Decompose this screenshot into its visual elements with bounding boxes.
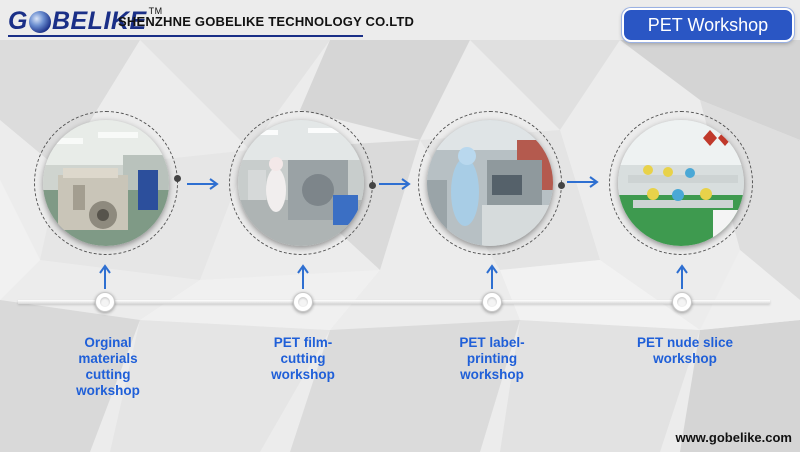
website-url[interactable]: www.gobelike.com [675,430,792,445]
timeline-node-4 [672,292,692,312]
timeline-node-2 [293,292,313,312]
step-label-1: Orginal materials cutting workshop [76,335,140,398]
arrow-right-icon [379,178,411,190]
step-label-4: PET nude slice workshop [636,335,734,366]
arrow-up-icon [297,264,309,289]
ring-dot-2 [369,182,376,189]
ring-dot-3 [558,182,565,189]
timeline-node-1 [95,292,115,312]
company-name: SHENZHNE GOBELIKE TECHNOLOGY CO.LTD [118,14,415,29]
header-underline [8,35,363,37]
photo-step-1 [43,120,169,246]
photo-step-2 [238,120,364,246]
step-label-3: PET label- printing workshop [459,335,525,382]
timeline-node-3 [482,292,502,312]
photo-step-3 [427,120,553,246]
photo-ring-4 [609,111,753,255]
arrow-up-icon [676,264,688,289]
photo-ring-1 [34,111,178,255]
arrow-up-icon [486,264,498,289]
globe-icon [28,11,51,33]
section-badge: PET Workshop [622,8,794,42]
timeline-bar [18,300,770,304]
step-label-2: PET film- cutting workshop [271,335,335,382]
arrow-right-icon [187,178,219,190]
trademark: TM [148,6,163,16]
arrow-up-icon [99,264,111,289]
logo-wordmark: BELIKE [51,6,147,35]
ring-dot-1 [174,175,181,182]
logo-letter-g: G [8,6,28,35]
arrow-right-icon [567,176,599,188]
photo-step-4 [618,120,744,246]
company-logo: G BELIKE TM [8,6,163,35]
